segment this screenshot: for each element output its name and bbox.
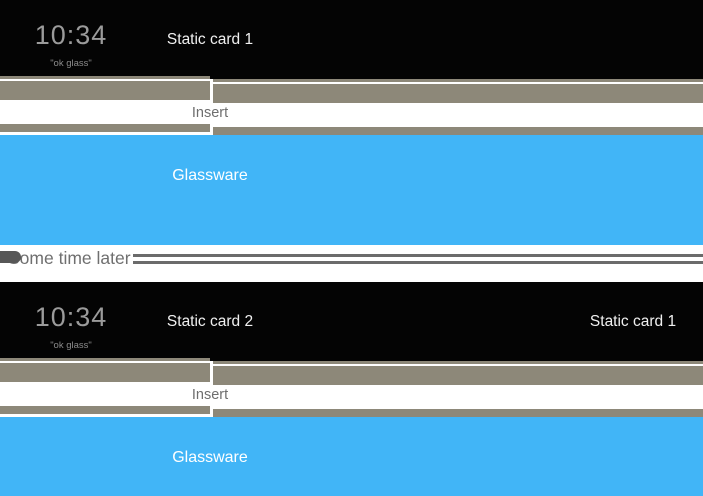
divider-line (133, 261, 703, 264)
insert-slot (213, 385, 703, 409)
divider-line (133, 254, 703, 257)
card-seam (0, 361, 210, 363)
card-edge-strip (0, 358, 210, 361)
card-edge-strip (213, 361, 703, 364)
some-time-later-label: Some time later (8, 248, 131, 268)
static-card-1-label: Static card 1 (166, 31, 254, 48)
card-edge-strip (213, 79, 703, 82)
insert-label: Insert (191, 105, 229, 121)
card-edge-bar (213, 84, 703, 103)
card-edge-bar (0, 363, 210, 382)
card-edge-bar (0, 81, 210, 100)
card-seam (213, 82, 703, 84)
card-edge-stack-right (213, 361, 703, 417)
clock-time: 10:34 (34, 20, 108, 50)
ok-glass-hotword: "ok glass" (50, 58, 92, 69)
card-edge-bar (213, 409, 703, 417)
glassware-card (0, 135, 703, 245)
card-seam (0, 79, 210, 81)
card-edge-bar (213, 366, 703, 385)
card-seam (213, 364, 703, 366)
static-card-2-label: Static card 2 (166, 313, 254, 330)
card-edge-bar (213, 127, 703, 135)
insert-slot (0, 382, 210, 406)
card-edge-stack-right (213, 79, 703, 135)
ok-glass-hotword: "ok glass" (50, 340, 92, 351)
card-edge-bar (0, 124, 210, 132)
insert-slot (0, 100, 210, 124)
insert-slot (213, 103, 703, 127)
static-card-1-label: Static card 1 (589, 313, 677, 330)
card-edge-stack-left (0, 76, 210, 132)
card-edge-bar (0, 406, 210, 414)
timeline-row-1 (0, 0, 703, 79)
glassware-card (0, 417, 703, 496)
card-edge-stack-left (0, 358, 210, 414)
glassware-label: Glassware (172, 449, 248, 466)
card-edge-strip (0, 76, 210, 79)
glassware-label: Glassware (172, 167, 248, 184)
clock-time: 10:34 (34, 302, 108, 332)
divider-cap (0, 251, 21, 263)
timeline-row-2 (0, 282, 703, 361)
insert-label: Insert (191, 387, 229, 403)
